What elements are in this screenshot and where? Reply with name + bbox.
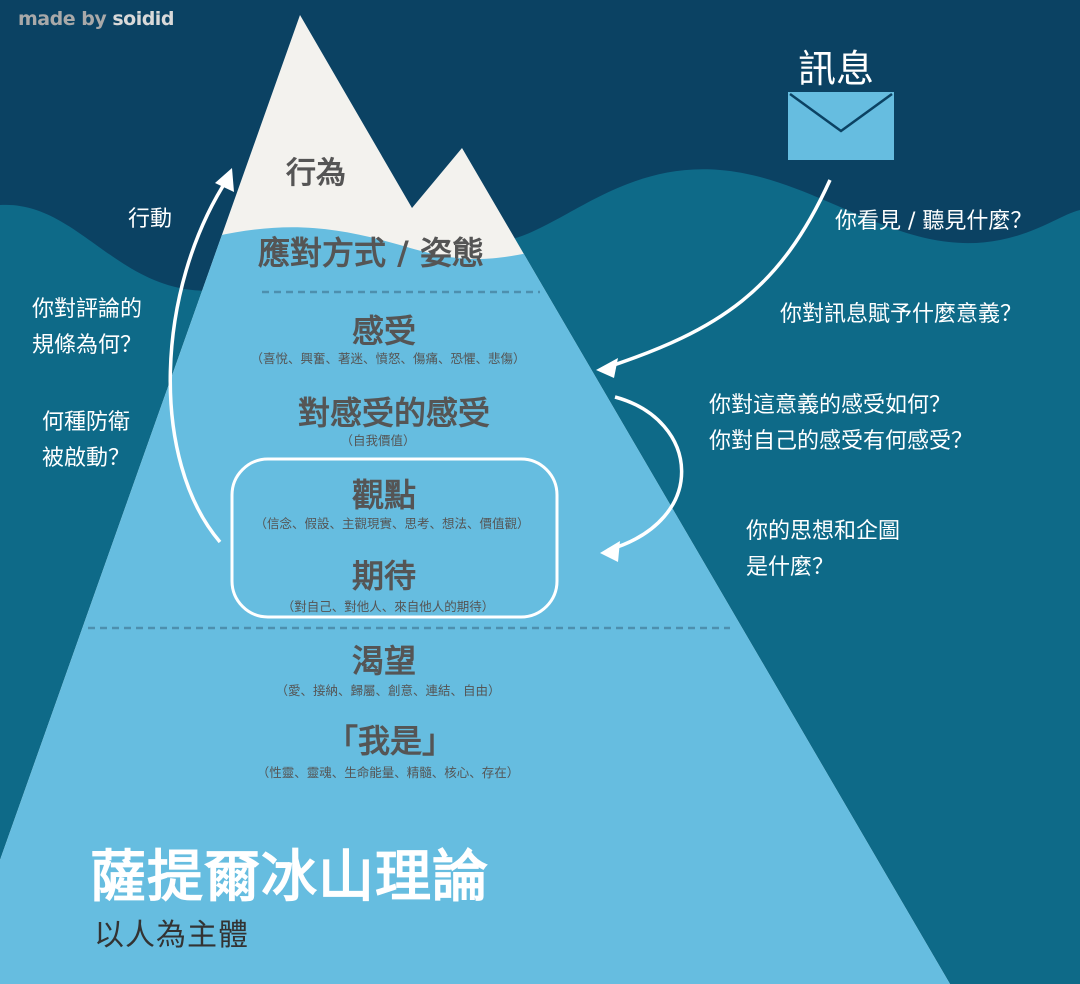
feeling-question-line2: 你對自己的感受有何感受？	[709, 429, 974, 454]
arrow-up-to-action	[168, 168, 234, 544]
arrow-feelings-to-expectations	[600, 395, 684, 562]
defense-question-line1: 何種防衛	[42, 410, 131, 435]
thoughts-question-line1: 你的思想和企圖	[746, 519, 901, 544]
credit-author: soidid	[112, 8, 174, 30]
layer-yearnings: 渴望	[351, 642, 416, 680]
layer-self: 「我是」	[325, 722, 454, 760]
feeling-question-line1: 你對這意義的感受如何？	[709, 393, 952, 418]
layer-feelings-examples: （喜悅、興奮、著迷、憤怒、傷痛、恐懼、悲傷）	[250, 351, 526, 366]
layer-perceptions: 觀點	[351, 476, 416, 514]
main-title: 薩提爾冰山理論	[90, 845, 489, 910]
layer-behavior: 行為	[286, 156, 346, 191]
layer-expectations: 期待	[351, 557, 416, 595]
layer-perceptions-examples: （信念、假設、主觀現實、思考、想法、價值觀）	[254, 516, 530, 531]
perceptions-expectations-box	[230, 457, 559, 619]
message-label: 訊息	[798, 47, 875, 91]
subtitle-highlight-text: 人	[125, 918, 156, 953]
layer-coping: 應對方式 / 姿態	[258, 234, 484, 272]
layer-feelings: 感受	[351, 312, 416, 350]
thoughts-question-line2: 是什麼？	[746, 555, 835, 580]
layer-self-examples: （性靈、靈魂、生命能量、精髓、核心、存在）	[256, 765, 520, 780]
see-hear-question: 你看見 / 聽見什麼？	[835, 209, 1033, 234]
rules-question-line2: 規條為何？	[32, 333, 143, 358]
subtitle-highlight: 人	[125, 910, 161, 954]
author-credit: made by soidid	[18, 8, 174, 30]
subtitle-suffix: 為主體	[156, 918, 249, 953]
arrow-message-to-feelings	[596, 179, 832, 378]
subtitle: 以人為主體	[94, 910, 249, 954]
rules-question-line1: 你對評論的	[32, 297, 143, 322]
layer-feelings-about-feelings: 對感受的感受	[297, 394, 490, 432]
defense-question-line2: 被啟動？	[42, 446, 131, 471]
layer-feelings-about-feelings-examples: （自我價值）	[340, 433, 416, 448]
meaning-question: 你對訊息賦予什麼意義？	[780, 302, 1023, 327]
subtitle-prefix: 以	[94, 918, 125, 953]
credit-prefix: made by	[18, 8, 113, 30]
layer-yearnings-examples: （愛、接納、歸屬、創意、連結、自由）	[275, 683, 501, 698]
layer-expectations-examples: （對自己、對他人、來自他人的期待）	[281, 599, 495, 614]
envelope-icon	[788, 92, 894, 160]
action-label: 行動	[128, 207, 173, 232]
